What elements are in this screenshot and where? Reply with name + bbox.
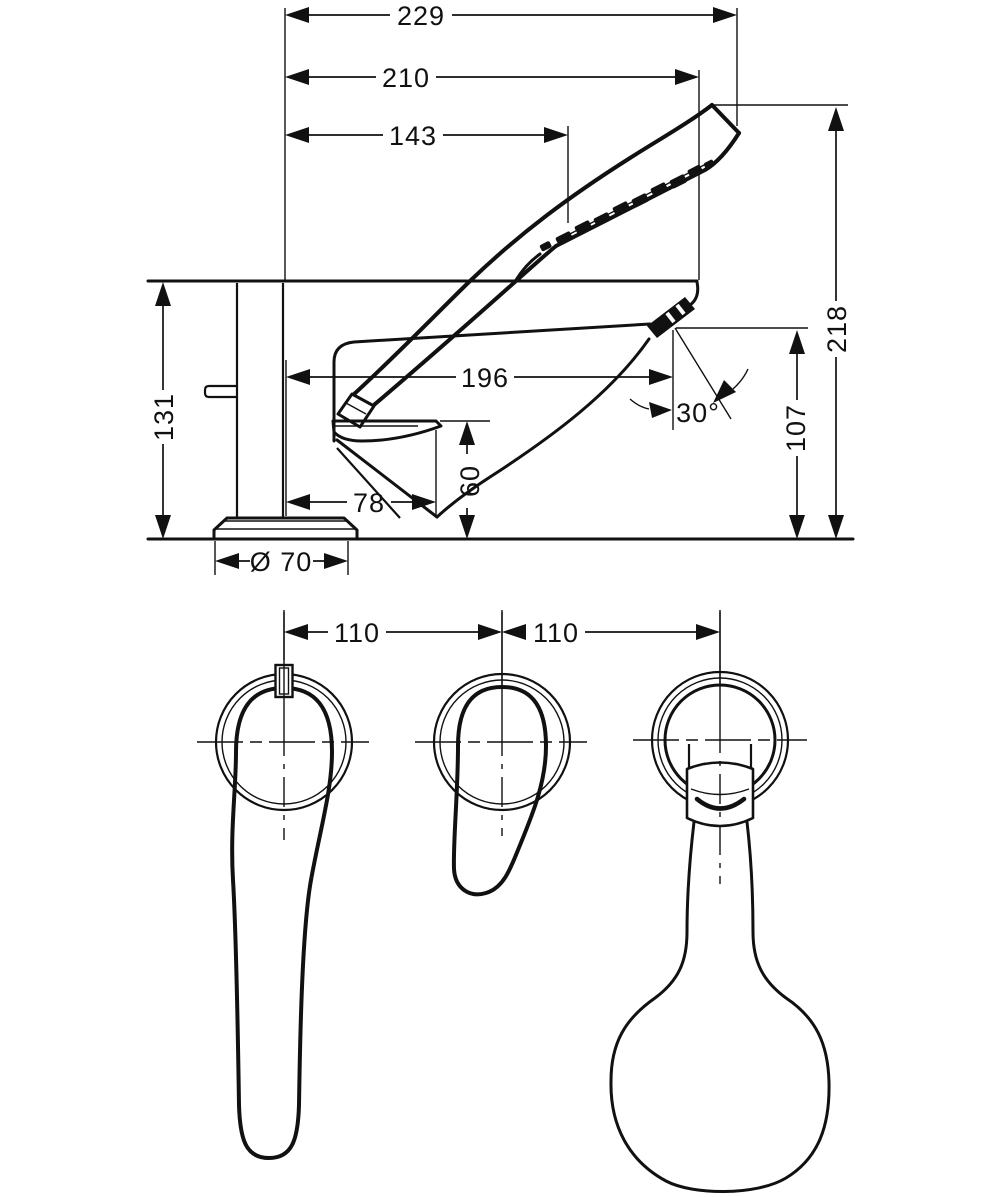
spray-nozzles — [539, 159, 715, 252]
riser-column — [203, 283, 285, 517]
angle-30-annotation: 30° — [629, 368, 749, 428]
lever-body — [451, 685, 548, 897]
extension-lines — [214, 8, 848, 575]
dim-229-label: 229 — [397, 1, 445, 31]
dim-210-label: 210 — [382, 63, 430, 93]
dim-196-label: 196 — [461, 363, 509, 393]
dim-base-diameter-label: Ø 70 — [250, 547, 313, 577]
angle-30-label: 30° — [676, 398, 720, 428]
spray-face-edge — [554, 131, 741, 248]
wand-head-cap — [710, 103, 741, 135]
dimension-78: 78 — [286, 488, 436, 518]
dimension-60: 60 — [455, 421, 485, 539]
dim-60-label: 60 — [455, 465, 485, 497]
side-view: 229 210 143 196 78 — [146, 1, 855, 577]
dim-131-label: 131 — [149, 393, 179, 441]
handshower-top-view — [609, 612, 831, 1193]
base-plate — [212, 516, 359, 540]
wand-grip-end-cap — [336, 392, 376, 429]
dimension-143: 143 — [285, 121, 568, 151]
dimension-107: 107 — [781, 330, 811, 539]
handle-top-view-left — [197, 612, 369, 1160]
dimension-210: 210 — [285, 63, 699, 93]
dimension-196: 196 — [286, 363, 673, 393]
dim-110-left-label: 110 — [334, 618, 380, 648]
dim-218-label: 218 — [822, 305, 852, 353]
dim-107-label: 107 — [781, 404, 811, 452]
dimension-131: 131 — [149, 282, 179, 539]
wand-grip-and-head — [609, 820, 831, 1193]
lever-blade — [331, 419, 443, 443]
dim-110-right-label: 110 — [533, 618, 579, 648]
aerator-tip — [647, 297, 695, 338]
dimension-229: 229 — [285, 1, 737, 31]
hand-shower-wand — [336, 103, 741, 429]
spout-body — [332, 252, 700, 519]
handle-top-view-middle — [415, 612, 587, 897]
dimension-base-diameter: Ø 70 — [215, 547, 348, 577]
column-side-pin — [203, 384, 237, 399]
wand-upper-edge — [350, 103, 714, 398]
lever-body — [230, 686, 334, 1160]
dimension-218: 218 — [822, 107, 852, 539]
dim-78-label: 78 — [353, 488, 385, 518]
wand-lower-edge — [366, 244, 558, 412]
dim-143-label: 143 — [389, 121, 437, 151]
dimension-110-right: 110 — [502, 618, 720, 648]
plan-view: 110 110 — [197, 610, 831, 1193]
